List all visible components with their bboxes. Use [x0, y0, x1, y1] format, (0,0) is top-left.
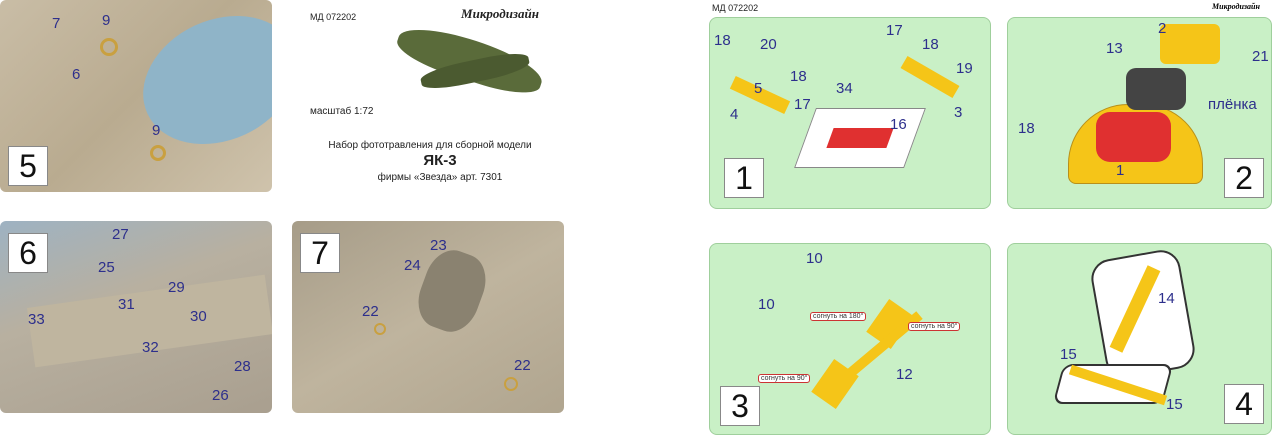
part-label: 30 [190, 308, 207, 325]
part-label: 6 [72, 66, 81, 83]
wheel-part [100, 38, 118, 56]
part-label: 2 [1158, 20, 1167, 37]
part-label: 1 [1116, 162, 1125, 179]
brand-logo: Микродизайн [461, 6, 539, 21]
part-label: 24 [404, 257, 421, 274]
scale-text: масштаб 1:72 [310, 106, 374, 117]
instrument-bezel [1160, 24, 1220, 64]
brand-logo-right: Микродизайн [1212, 2, 1260, 11]
part-label: 14 [1158, 290, 1175, 307]
part-label: 18 [922, 36, 939, 53]
photo-step-7: 23 24 22 22 7 [292, 221, 564, 413]
step-number: 7 [300, 233, 340, 273]
step-number: 4 [1224, 384, 1264, 424]
step-number: 6 [8, 233, 48, 273]
part-label: 10 [806, 250, 823, 267]
part-label: 7 [52, 15, 61, 32]
bend-note: согнуть на 90° [908, 322, 961, 331]
product-code: МД 072202 [310, 12, 357, 22]
kit-source: фирмы «Звезда» арт. 7301 [377, 172, 503, 183]
panel-step-1: 18 20 5 18 4 17 34 17 18 19 16 3 1 [709, 17, 991, 209]
panel-step-2: 2 13 21 плёнка 18 1 2 [1007, 17, 1272, 209]
yellow-part [900, 55, 960, 99]
part-label: 4 [730, 106, 739, 123]
model-name: ЯК-3 [423, 152, 457, 169]
bend-note: согнуть на 90° [758, 374, 811, 383]
part-label: 22 [514, 357, 531, 374]
part-label: 26 [212, 387, 229, 404]
part-label: 5 [754, 80, 763, 97]
part-label: 27 [112, 226, 129, 243]
wheel-part [150, 145, 166, 161]
part-label: 22 [362, 303, 379, 320]
part-label: 29 [168, 279, 185, 296]
red-seat-part [826, 128, 894, 148]
instrument-film [1126, 68, 1186, 110]
part-label: 21 [1252, 48, 1269, 65]
kit-description: Набор фототравления для сборной модели [328, 140, 532, 151]
part-label: 3 [954, 104, 963, 121]
part-label: 20 [760, 36, 777, 53]
part-label: 9 [102, 12, 111, 29]
part-label: 12 [896, 366, 913, 383]
step-number: 3 [720, 386, 760, 426]
part-label: 28 [234, 358, 251, 375]
canopy-opening [122, 0, 272, 169]
part-label: 18 [790, 68, 807, 85]
seat-back [1088, 247, 1198, 381]
part-label: 15 [1060, 346, 1077, 363]
bend-note: согнуть на 180° [810, 312, 867, 321]
part-label: 25 [98, 259, 115, 276]
part-label: 32 [142, 339, 159, 356]
part-label: 18 [1018, 120, 1035, 137]
step-number: 2 [1224, 158, 1264, 198]
product-code-right: МД 072202 [712, 3, 759, 13]
panel-step-3: 10 10 12 согнуть на 180° согнуть на 90° … [709, 243, 991, 435]
photo-step-5: 7 9 6 9 5 [0, 0, 272, 192]
panel-step-4: 14 15 15 4 [1007, 243, 1272, 435]
step-number: 5 [8, 146, 48, 186]
part-label: 18 [714, 32, 731, 49]
part-label: 34 [836, 80, 853, 97]
step-number: 1 [724, 158, 764, 198]
ring-part [504, 377, 518, 391]
part-label: 19 [956, 60, 973, 77]
part-label: 15 [1166, 396, 1183, 413]
part-label: 33 [28, 311, 45, 328]
part-label: 10 [758, 296, 775, 313]
photo-step-6: 27 25 29 31 30 33 32 28 26 6 [0, 221, 272, 413]
part-label: 23 [430, 237, 447, 254]
part-label: 16 [890, 116, 907, 133]
red-film [1096, 112, 1171, 162]
film-label: плёнка [1208, 96, 1257, 113]
part-label: 13 [1106, 40, 1123, 57]
part-label: 31 [118, 296, 135, 313]
ring-part [374, 323, 386, 335]
part-label: 17 [794, 96, 811, 113]
part-label: 17 [886, 22, 903, 39]
part-label: 9 [152, 122, 161, 139]
canopy [410, 243, 494, 339]
